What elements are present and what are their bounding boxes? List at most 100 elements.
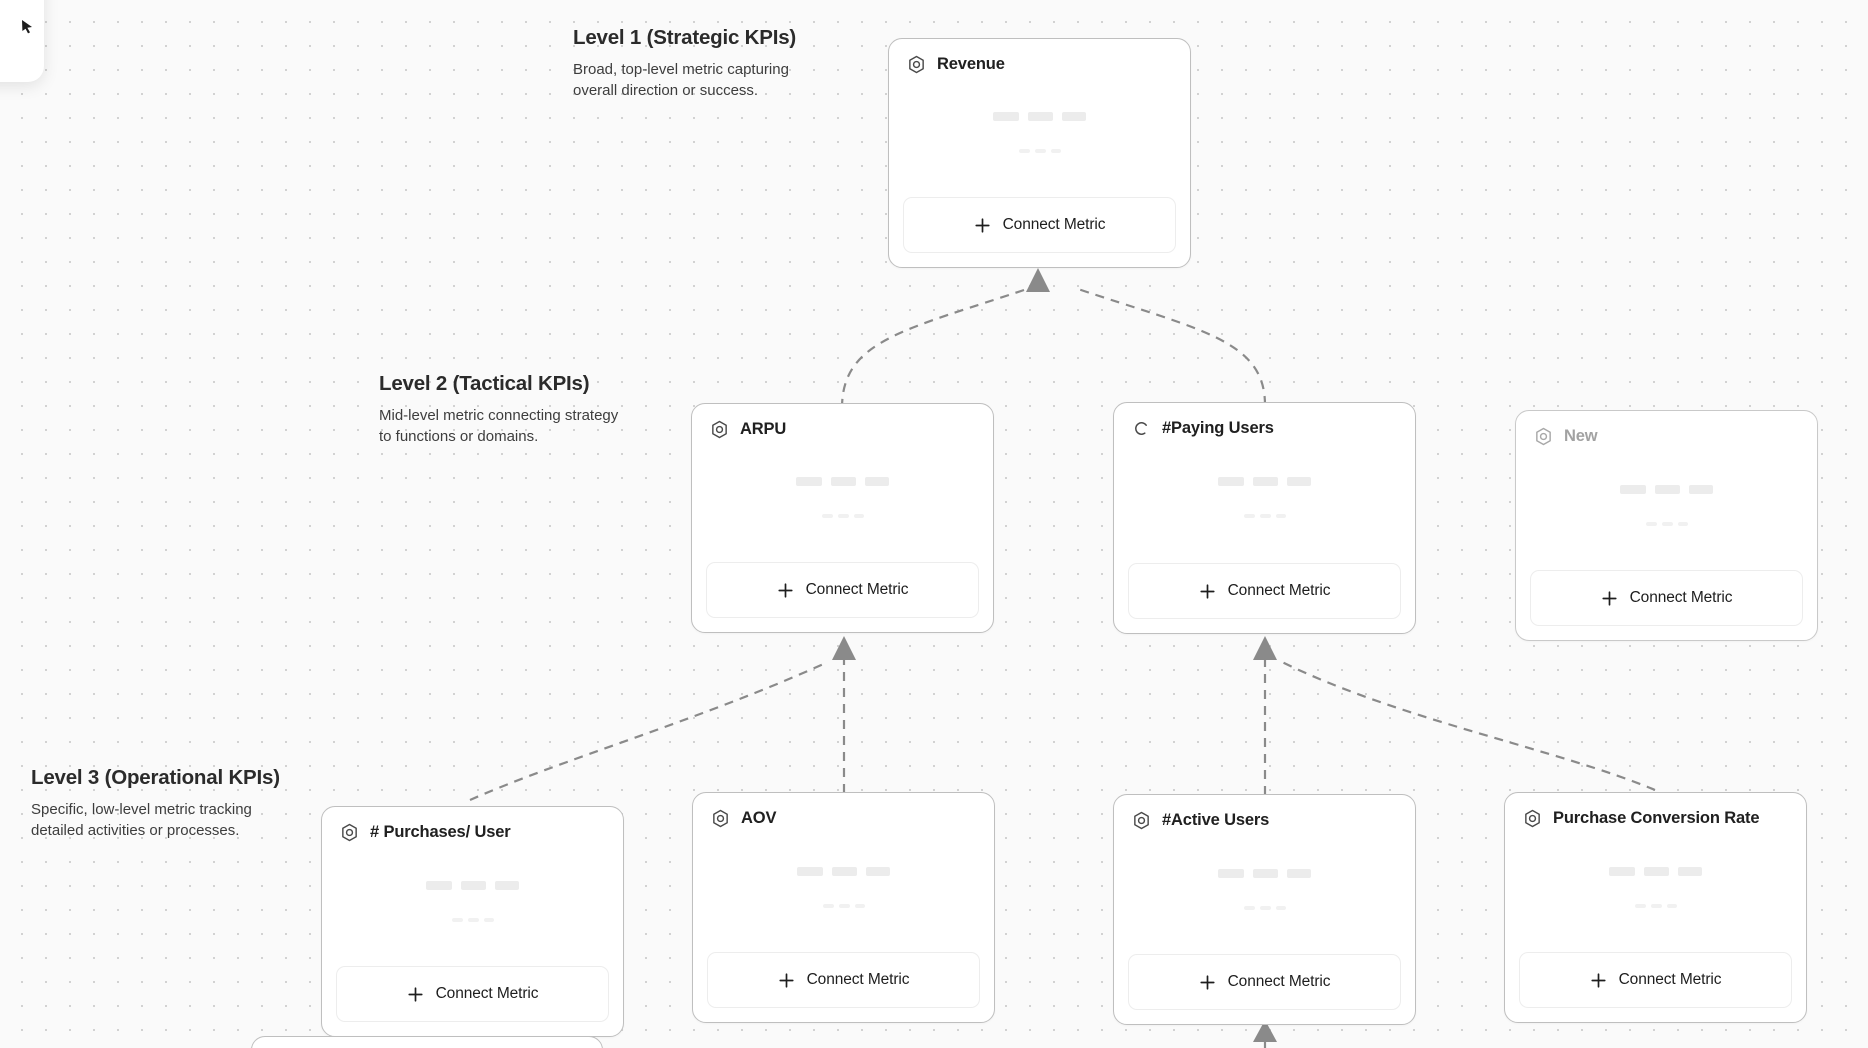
connect-metric-button[interactable]: Connect Metric — [706, 562, 979, 618]
connect-metric-button[interactable]: Connect Metric — [903, 197, 1176, 253]
skeleton-bar — [797, 866, 823, 876]
level-1-description: Broad, top-level metric capturing overal… — [573, 61, 789, 100]
skeleton-row-secondary — [1018, 149, 1061, 153]
card-title: #Paying Users — [1162, 419, 1274, 437]
skeleton-bar — [993, 112, 1019, 121]
card-skeleton-body — [322, 842, 623, 966]
metric-card-revenue[interactable]: Revenue Connect Metric — [888, 38, 1191, 268]
level-3-title: Level 3 (Operational KPIs) — [31, 766, 280, 789]
metric-card-arpu[interactable]: ARPU Connect Metric — [691, 403, 994, 633]
skeleton-bar — [853, 514, 864, 518]
metric-card-active-users[interactable]: #Active Users Connect Metric — [1113, 794, 1416, 1025]
skeleton-bar — [837, 514, 849, 518]
plus-icon — [1199, 974, 1216, 991]
connect-metric-label: Connect Metric — [805, 581, 909, 598]
metric-card-purchase-conversion-rate[interactable]: Purchase Conversion Rate Connect Metric — [1504, 792, 1807, 1023]
skeleton-bar — [1666, 903, 1677, 908]
skeleton-row-secondary — [1634, 903, 1677, 908]
connect-metric-label: Connect Metric — [1618, 971, 1722, 988]
skeleton-bar — [1620, 484, 1646, 494]
skeleton-bar — [1259, 514, 1271, 518]
plus-icon — [777, 582, 794, 599]
metric-card-purchases-per-user[interactable]: # Purchases/ User Connect Metric — [321, 806, 624, 1037]
metric-hexagon-icon — [1132, 811, 1151, 830]
level-3-description: Specific, low-level metric tracking deta… — [31, 801, 252, 840]
card-title: ARPU — [740, 420, 787, 438]
card-skeleton-body — [692, 439, 993, 562]
connect-metric-label: Connect Metric — [806, 971, 910, 988]
metric-card-new[interactable]: New Connect Metric — [1515, 410, 1818, 641]
skeleton-bar — [1609, 866, 1635, 876]
metric-card-offscreen-bottom[interactable] — [251, 1036, 603, 1048]
skeleton-bar — [832, 866, 857, 876]
level-3-label: Level 3 (Operational KPIs) Specific, low… — [31, 766, 301, 842]
skeleton-bar — [1218, 868, 1244, 878]
connect-metric-label: Connect Metric — [1227, 973, 1331, 990]
plus-icon — [407, 986, 424, 1003]
connect-metric-button[interactable]: Connect Metric — [1128, 563, 1401, 619]
card-title: Purchase Conversion Rate — [1553, 809, 1760, 827]
skeleton-bar — [831, 477, 856, 486]
skeleton-bar — [461, 880, 486, 890]
metric-hexagon-icon — [711, 809, 730, 828]
card-title: AOV — [741, 809, 777, 827]
connect-metric-button[interactable]: Connect Metric — [707, 952, 980, 1008]
skeleton-bar — [1218, 477, 1244, 486]
skeleton-bar — [1650, 903, 1662, 908]
skeleton-row-primary — [993, 112, 1086, 121]
connect-metric-label: Connect Metric — [435, 985, 539, 1002]
skeleton-bar — [1677, 521, 1688, 526]
floating-corner-panel[interactable] — [0, 0, 44, 82]
skeleton-row-primary — [1609, 866, 1702, 876]
skeleton-bar — [854, 903, 865, 908]
skeleton-bar — [1259, 905, 1271, 910]
skeleton-bar — [483, 917, 494, 922]
skeleton-row-secondary — [821, 514, 864, 518]
card-header: Revenue — [889, 39, 1190, 74]
card-header: #Paying Users — [1114, 403, 1415, 438]
skeleton-row-secondary — [822, 903, 865, 908]
skeleton-bar — [1678, 866, 1702, 876]
cursor-icon — [19, 19, 35, 35]
skeleton-row-secondary — [1243, 514, 1286, 518]
skeleton-bar — [1062, 112, 1086, 121]
level-1-label: Level 1 (Strategic KPIs) Broad, top-leve… — [573, 26, 833, 102]
connect-metric-button[interactable]: Connect Metric — [336, 966, 609, 1022]
level-2-title: Level 2 (Tactical KPIs) — [379, 372, 590, 395]
metric-hexagon-icon — [907, 55, 926, 74]
skeleton-bar — [1050, 149, 1061, 153]
skeleton-bar — [451, 917, 463, 922]
skeleton-bar — [796, 477, 822, 486]
metric-card-aov[interactable]: AOV Connect Metric — [692, 792, 995, 1023]
plus-icon — [1199, 583, 1216, 600]
skeleton-bar — [426, 880, 452, 890]
card-skeleton-body — [1505, 828, 1806, 952]
plus-icon — [1590, 972, 1607, 989]
card-header: AOV — [693, 793, 994, 828]
skeleton-row-primary — [1218, 868, 1311, 878]
card-skeleton-body — [889, 74, 1190, 197]
skeleton-bar — [1661, 521, 1673, 526]
plus-icon — [778, 972, 795, 989]
metric-card-paying-users[interactable]: #Paying Users Connect Metric — [1113, 402, 1416, 634]
level-2-description: Mid-level metric connecting strategy to … — [379, 407, 619, 446]
skeleton-bar — [1018, 149, 1030, 153]
card-skeleton-body — [1114, 830, 1415, 954]
skeleton-bar — [866, 866, 890, 876]
connect-metric-label: Connect Metric — [1227, 582, 1331, 599]
skeleton-row-secondary — [451, 917, 494, 922]
card-header: ARPU — [692, 404, 993, 439]
card-title: # Purchases/ User — [370, 823, 511, 841]
connect-metric-button[interactable]: Connect Metric — [1519, 952, 1792, 1008]
skeleton-row-primary — [797, 866, 890, 876]
connect-metric-label: Connect Metric — [1629, 589, 1733, 606]
connect-metric-button[interactable]: Connect Metric — [1128, 954, 1401, 1010]
skeleton-row-secondary — [1645, 521, 1688, 526]
skeleton-bar — [467, 917, 479, 922]
card-header: # Purchases/ User — [322, 807, 623, 842]
connect-metric-button[interactable]: Connect Metric — [1530, 570, 1803, 626]
skeleton-bar — [821, 514, 833, 518]
skeleton-row-primary — [426, 880, 519, 890]
level-2-label: Level 2 (Tactical KPIs) Mid-level metric… — [379, 372, 631, 448]
